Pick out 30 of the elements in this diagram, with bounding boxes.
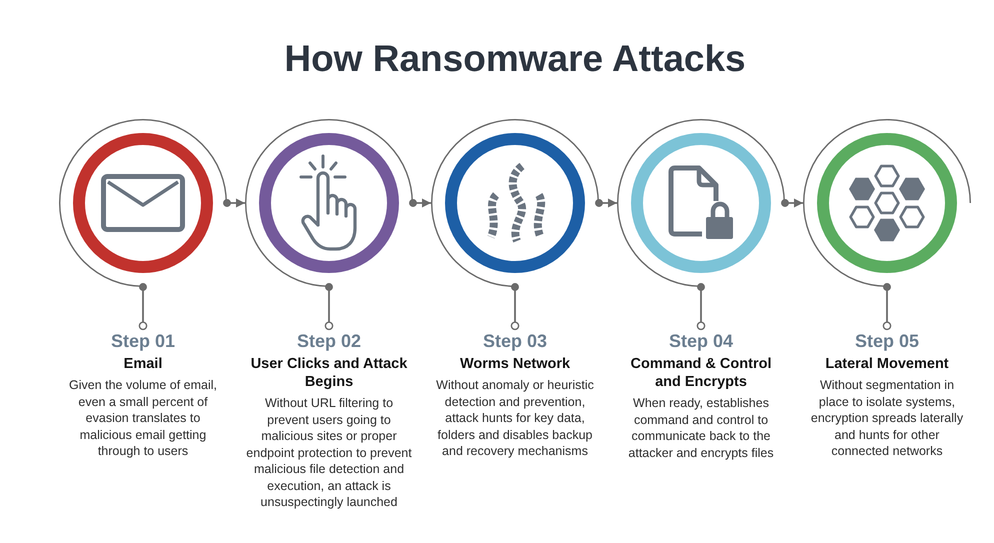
step-number: Step 02 bbox=[296, 330, 362, 352]
step-description: When ready, establishes command and control to communicate back to the attacker and encrypts files bbox=[627, 395, 775, 461]
leader-line bbox=[696, 283, 706, 330]
arrow bbox=[409, 198, 431, 208]
step-title: Worms Network bbox=[460, 355, 570, 373]
arrow bbox=[595, 198, 617, 208]
leader-line bbox=[882, 283, 892, 330]
step-title: Command & Control and Encrypts bbox=[630, 355, 772, 391]
leader-line bbox=[510, 283, 520, 330]
step-title: Lateral Movement bbox=[825, 355, 949, 373]
step-title: User Clicks and Attack Begins bbox=[250, 355, 408, 391]
step-description: Without anomaly or heuristic detection and prevention, attack hunts for key data, folders and disables backup and recovery mechanisms bbox=[435, 377, 595, 460]
step-description: Without segmentation in place to isolate systems, encryption spreads laterally and hunts for other connected networks bbox=[810, 377, 964, 460]
step-number: Step 03 bbox=[482, 330, 548, 352]
arrow bbox=[223, 198, 245, 208]
step-number: Step 01 bbox=[110, 330, 176, 352]
page-title: How Ransomware Attacks bbox=[284, 37, 746, 81]
step-circle bbox=[803, 119, 971, 287]
step-title: Email bbox=[124, 355, 162, 373]
step-circle bbox=[431, 119, 599, 287]
arrow bbox=[781, 198, 803, 208]
step-number: Step 05 bbox=[854, 330, 920, 352]
step-description: Without URL filtering to prevent users going to malicious sites or proper endpoint protection to prevent malicious file detection and execution, an attack is unsuspectingly launched bbox=[245, 395, 413, 510]
step-circle bbox=[59, 119, 227, 287]
step-circle bbox=[617, 119, 785, 287]
leader-line bbox=[324, 283, 334, 330]
step-circle bbox=[245, 119, 413, 287]
step-number: Step 04 bbox=[668, 330, 734, 352]
step-description: Given the volume of email, even a small percent of evasion translates to malicious email getting through to users bbox=[68, 377, 218, 460]
leader-line bbox=[138, 283, 148, 330]
